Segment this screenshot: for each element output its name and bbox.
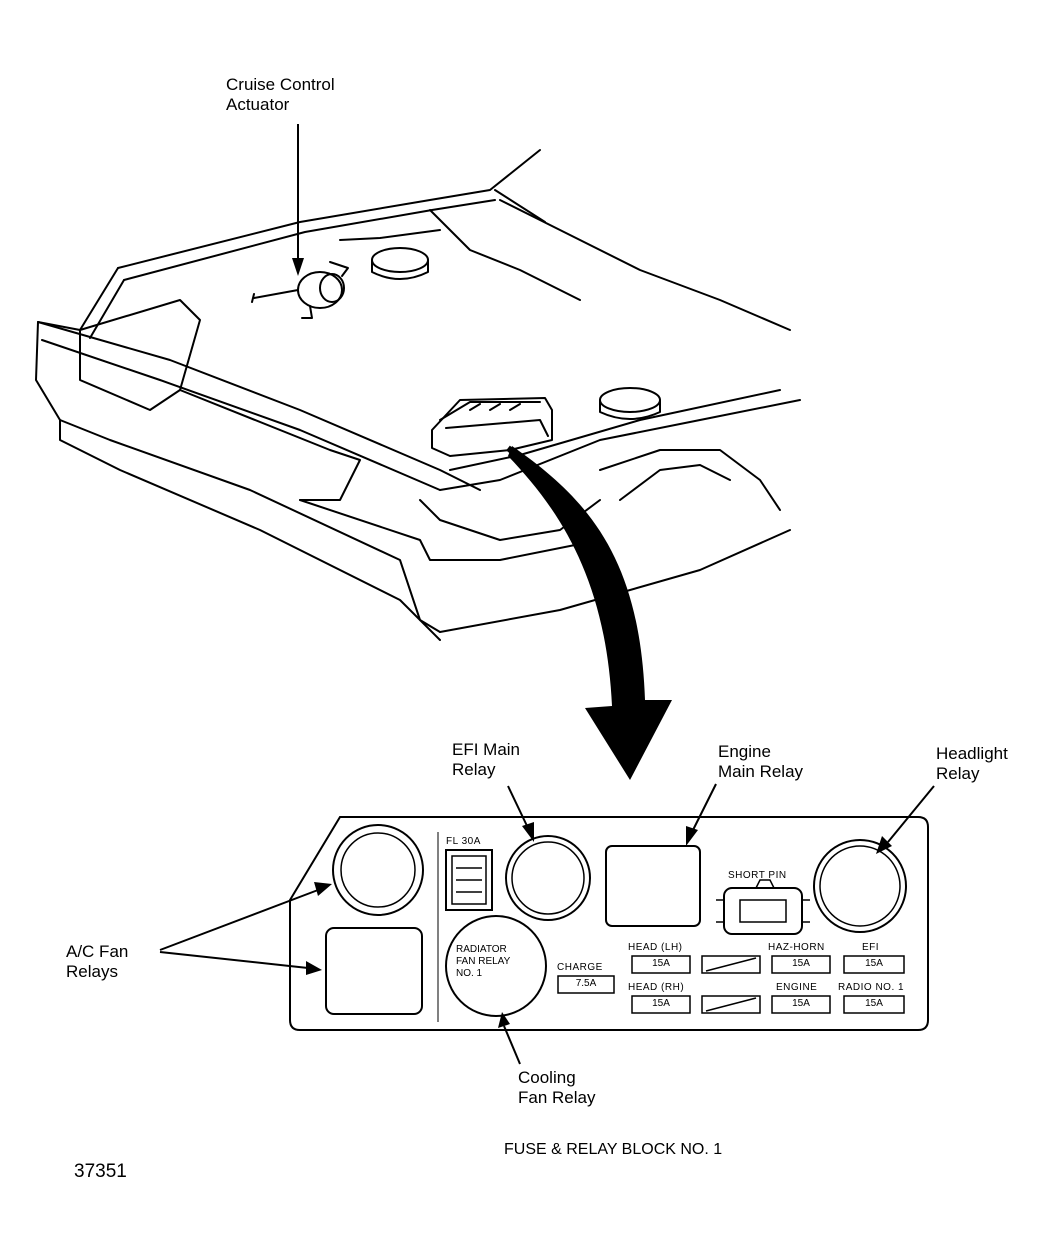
head-rh-fuse-name: HEAD (RH) (628, 982, 685, 993)
engine-main-relay (605, 845, 701, 927)
ac-label-line-1: A/C Fan (66, 942, 129, 961)
efi-fuse-name: EFI (862, 942, 880, 953)
blank-fuse-slot-bottom (701, 995, 761, 1014)
head-lh-fuse-value: 15A (652, 958, 670, 969)
big-curved-arrow (506, 445, 672, 780)
radio-fuse-name: RADIO NO. 1 (838, 982, 905, 993)
charge-fuse-value: 7.5A (575, 978, 597, 989)
engine-fuse-value: 15A (792, 998, 810, 1009)
engine-main-relay-arrow (686, 783, 717, 846)
cooling-label-line-2: Fan Relay (518, 1088, 596, 1107)
engine-fuse-name: ENGINE (776, 982, 818, 993)
short-pin-drawing (716, 879, 810, 935)
fl-fuse-drawing (445, 849, 493, 911)
headlight-relay-arrow (876, 785, 935, 854)
charge-fuse-name: CHARGE (557, 962, 603, 973)
head-lh-fuse-name: HEAD (LH) (628, 942, 683, 953)
fuse-box-engine (771, 995, 831, 1014)
headlight-label-line-2: Relay (936, 764, 980, 783)
haz-horn-fuse-value: 15A (792, 958, 810, 969)
fuse-relay-block-panel (289, 816, 929, 1031)
cooling-fan-relay-arrow (498, 1012, 521, 1065)
ac-label-line-2: Relays (66, 962, 118, 981)
fuse-box-head-lh (631, 955, 691, 974)
radiator-text-line-2: FAN RELAY (456, 956, 511, 967)
cruise-control-actuator-drawing (251, 261, 349, 319)
efi-fuse-value: 15A (865, 958, 883, 969)
cooling-label-line-1: Cooling (518, 1068, 576, 1087)
engine-main-relay-label: Engine Main Relay (718, 742, 803, 782)
cruise-control-actuator-label: Cruise Control Actuator (226, 75, 335, 115)
cruise-arrow (292, 124, 304, 276)
figure-number: 37351 (74, 1161, 127, 1182)
fuse-box-radio (843, 995, 905, 1014)
ac-fan-relays-label: A/C Fan Relays (66, 942, 128, 982)
efi-main-relay (505, 835, 591, 921)
fuse-box-haz-horn (771, 955, 831, 974)
radio-fuse-value: 15A (865, 998, 883, 1009)
head-rh-fuse-value: 15A (652, 998, 670, 1009)
efi-label-line-2: Relay (452, 760, 496, 779)
ac-fan-relays-arrows (159, 882, 332, 975)
efi-main-relay-label: EFI Main Relay (452, 740, 520, 780)
radiator-fan-relay (445, 915, 547, 1017)
cooling-fan-relay-label: Cooling Fan Relay (518, 1068, 595, 1108)
ac-fan-relay-round (332, 824, 424, 916)
efi-label-line-1: EFI Main (452, 740, 521, 759)
headlight-label-line-1: Headlight (936, 744, 1008, 763)
headlight-relay (813, 839, 907, 933)
radiator-text-line-3: NO. 1 (456, 968, 483, 979)
short-pin-label: SHORT PIN (728, 870, 787, 881)
cruise-label-line-2: Actuator (226, 95, 290, 114)
efi-main-relay-arrow (507, 785, 534, 842)
relay-block-on-car (431, 397, 553, 457)
fuse-box-charge (557, 975, 615, 994)
cruise-label-line-1: Cruise Control (226, 75, 335, 94)
engine-label-line-1: Engine (718, 742, 771, 761)
radiator-relay-text: RADIATOR FAN RELAY NO. 1 (452, 944, 546, 980)
fuse-box-efi (843, 955, 905, 974)
fl-fuse-label: FL 30A (446, 836, 481, 847)
engine-label-line-2: Main Relay (718, 762, 804, 781)
figure-caption: FUSE & RELAY BLOCK NO. 1 (504, 1141, 723, 1158)
headlight-relay-label: Headlight Relay (936, 744, 1008, 784)
fuse-box-head-rh (631, 995, 691, 1014)
radiator-text-line-1: RADIATOR (456, 944, 507, 955)
ac-fan-relay-square (325, 927, 423, 1015)
car-illustration (35, 149, 801, 641)
blank-fuse-slot-top (701, 955, 761, 974)
haz-horn-fuse-name: HAZ-HORN (768, 942, 825, 953)
